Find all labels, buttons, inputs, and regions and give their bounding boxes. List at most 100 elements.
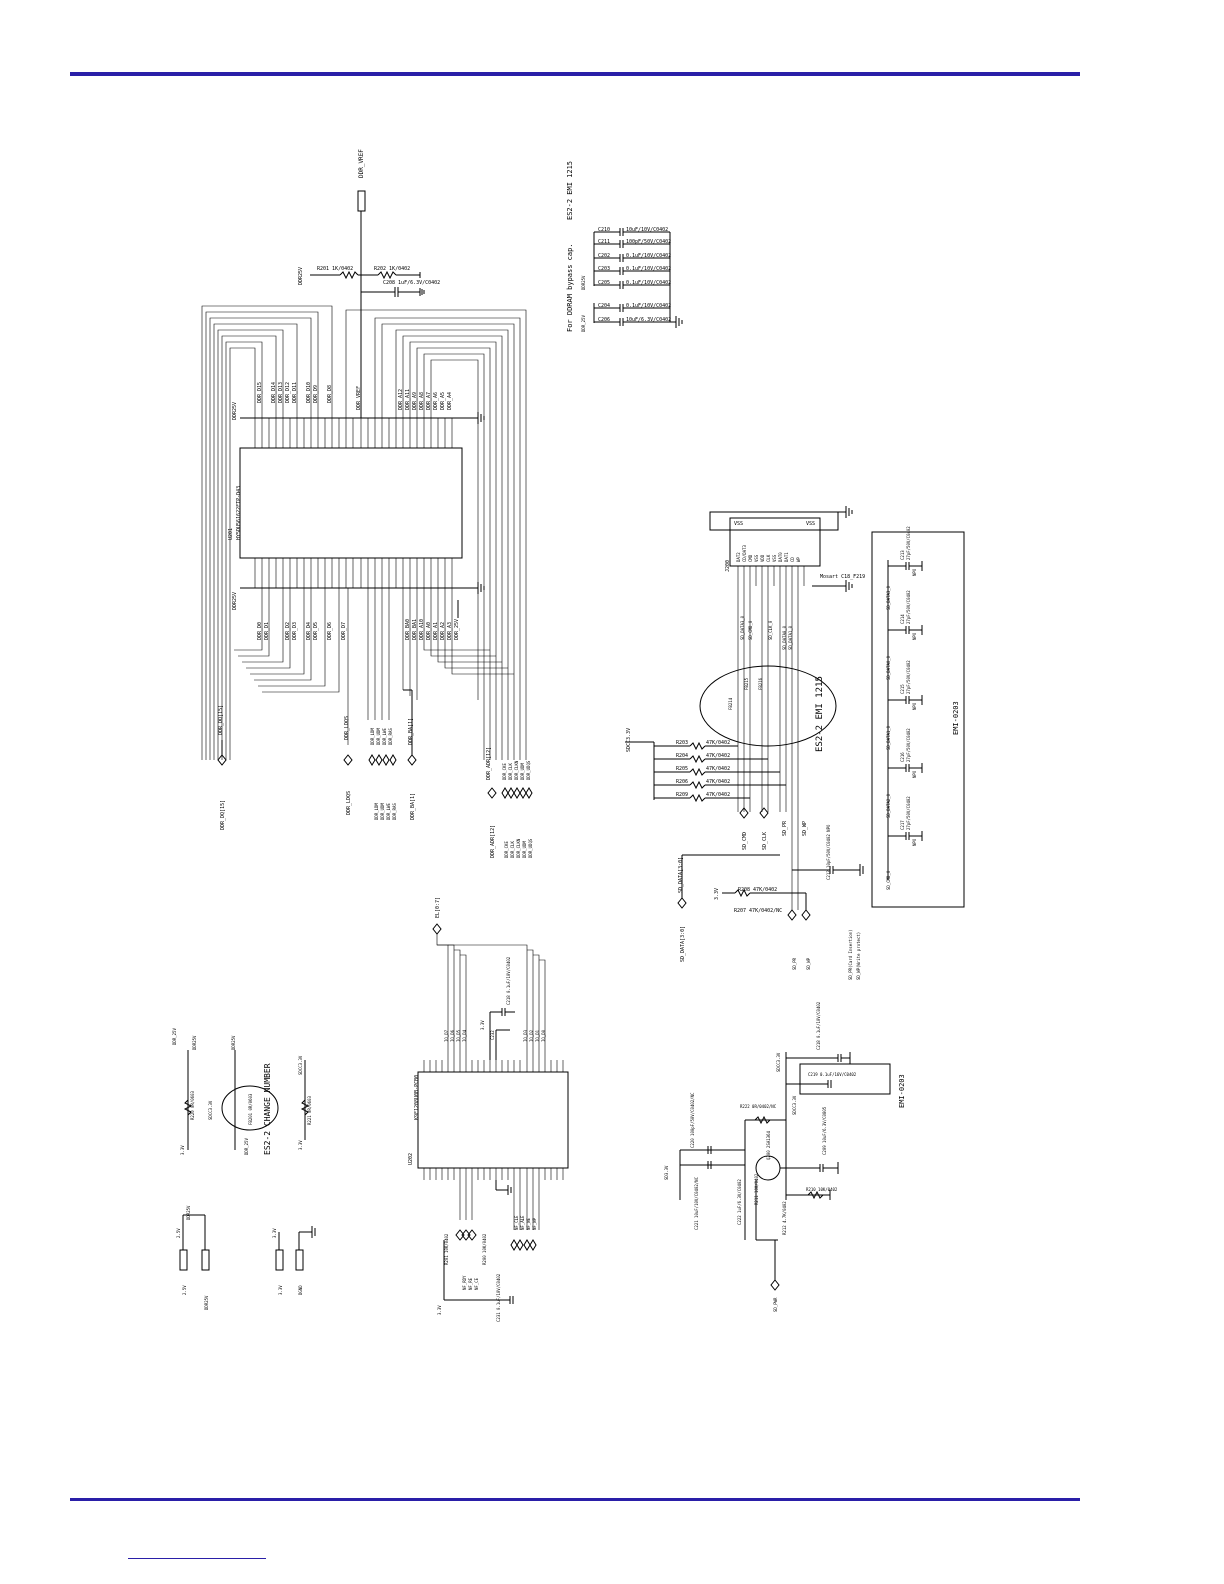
ddr-adr-label: DDR_ADR[12] [486, 747, 492, 780]
bypass-supply2: DDR_25V [581, 315, 586, 332]
ddr-bottom-bus-label: DDR_D3 [292, 622, 298, 640]
ddr-ctrl-text: DDR_RAS [392, 803, 397, 820]
nand-data-label: IO_D7 [444, 1029, 449, 1042]
sd-pr-text: SD_PR [792, 957, 797, 970]
sdpwr-q200: Q200 2SA1364 [766, 1131, 771, 1160]
sdpwr-emi-box [799, 1063, 891, 1095]
ddr-clk-label: DDR_CLKN [514, 760, 519, 780]
pullup-value: 47K/0402 [706, 740, 730, 746]
ddr-supply-top-label: DDR25V [298, 267, 304, 285]
power-section: ES2-2 CHANGE NUMBER FB201 0R/0603 R220 0… [172, 1028, 316, 1310]
u201-top-pins [254, 418, 453, 448]
sdpwr-r210: R210 10K/0402 [806, 1187, 838, 1192]
power-label: SDCC3.3V [298, 1055, 303, 1075]
ddr-bottom-bus-label: DDR_D2 [285, 622, 291, 640]
ddr-dq-port [217, 754, 227, 766]
emi-cap-net: SD_DATA0_0 [886, 655, 891, 680]
bypass-title: For DDRAM bypass cap. [566, 243, 574, 332]
ddr-clk-ports [501, 787, 533, 799]
ddr-bottom-addr-label: DDR_BA0 [405, 619, 411, 640]
j200-pin-label: VSS [772, 554, 777, 562]
ddr-clk-text: DDR_UDQS [528, 838, 533, 858]
power-label: 2.5V [182, 1285, 187, 1295]
ddr-top-bus-label: DDR_D15 [257, 382, 263, 403]
ddr-ldqs-port [343, 754, 353, 766]
emi-cap-dielectric: NPO [912, 770, 917, 778]
ddr-clk-text: DDR_CLK [510, 841, 515, 858]
alias-33-box [275, 1249, 284, 1271]
nand-ctrl-port: NF_CLE [514, 1215, 519, 1230]
ddr-bottom-bus-label: DDR_D4 [306, 622, 312, 640]
sd-pr-port [787, 909, 797, 921]
sd-cmd-port [739, 807, 749, 819]
emi-box-label: EMI-0203 [952, 701, 960, 735]
u202-ic-body [417, 1071, 569, 1169]
sd-pwr-port [770, 1279, 780, 1291]
power-label: DDR25V [192, 1035, 197, 1050]
ddr-top-addr-label: DDR_A7 [426, 392, 432, 410]
bypass-cap-value: 100pF/50V/C0402 [626, 239, 671, 245]
r210-symbol [807, 1190, 824, 1200]
r208-symbol [734, 888, 751, 898]
ddr-bottom-addr-label: DDR_BA1 [412, 619, 418, 640]
sd-note: SD_WP(Write protect) [856, 932, 861, 980]
nand-ctrl-port: NF_WP [532, 1217, 537, 1230]
ddr-ctrl-label: DDR_LWE [382, 728, 387, 745]
u202-part: K9F1208U0B-PCB0 [414, 1075, 420, 1120]
u201-ref-label: U201 [228, 528, 234, 540]
ddr-bottom-bus-label: DDR_D5 [313, 622, 319, 640]
nand-33-bottom: 3.3V [437, 1305, 442, 1315]
r222-symbol [754, 1115, 771, 1125]
sdpwr-port: SD_PWR [773, 1297, 778, 1312]
sdpwr-c219: C219 0.1uF/16V/C0402 [808, 1072, 857, 1077]
j200-pin-label: CMD [748, 554, 753, 562]
ddr-adr-text: DDR_ADR[12] [490, 825, 496, 858]
emi-cap-value: 27pF/50V/C0402 [906, 526, 911, 560]
sd-signal-label: SD_CMD_0 [748, 620, 753, 640]
r202-symbol [377, 270, 397, 280]
ddr-ctrl-ports [368, 754, 397, 766]
power-label: 3.3V [180, 1145, 185, 1155]
u201-ic-body [239, 447, 463, 559]
nand-ctrl-port: NF_WE [526, 1217, 531, 1230]
emi-cap-ref: C216 [900, 752, 905, 762]
ddr-top-bus-label: DDR_D8 [327, 385, 333, 403]
nand-data-label: IO_D6 [450, 1029, 455, 1042]
ddr-bottom-addr-label: DDR_25V [454, 619, 460, 640]
ddr-top-addr-label: DDR_A12 [398, 389, 404, 410]
emi-cap-net: SD_DATA2_0 [886, 793, 891, 818]
ddr-bottom-bus-label: DDR_D7 [341, 622, 347, 640]
bypass-cap-value: 0.1uF/10V/C0402 [626, 280, 671, 286]
power-label: 2.5V [176, 1228, 181, 1238]
emi-note-ellipse [699, 665, 837, 747]
nand-data-label: IO_D0 [541, 1029, 546, 1042]
emi-cap-dielectric: NPO [912, 702, 917, 710]
j200-pin-label: VSS [754, 554, 759, 562]
ddr-top-bus-label: DDR_D11 [292, 382, 298, 403]
power-label: DDR_25V [244, 1138, 249, 1155]
ddr-section: DDR_VREF DDR25V R201 1K/0402 R202 1K/040… [201, 149, 533, 858]
bypass-cap-ref: C206 [598, 317, 610, 323]
ddr-top-bus-label: DDR_D12 [285, 382, 291, 403]
bypass-cap-ref: C204 [598, 303, 610, 309]
j200-body [729, 517, 821, 567]
ddr-top-addr-label: DDR_A11 [405, 389, 411, 410]
ddr-vref-top-label: DDR_VREF [358, 149, 365, 178]
footer-rule [70, 1498, 1080, 1501]
ddr-ldqs-label: DDR_LDQS [344, 716, 350, 740]
emi-cap-ref: C213 [900, 550, 905, 560]
bypass-cap-value: 0.1uF/10V/C0402 [626, 303, 671, 309]
j200-vss-label: VSS [806, 521, 815, 527]
pullup-value: 47K/0402 [706, 766, 730, 772]
alias-dgnd-box [295, 1249, 304, 1271]
nand-c231-label: C231 0.1uF/10V/C0402 [496, 1273, 501, 1322]
sd-note: SD_PR(Card Insertion) [848, 929, 853, 980]
sd-data-port-label: SD_DATA[3:0] [678, 857, 684, 893]
nand-supply-label: 3.3V [480, 1020, 485, 1030]
sd-wp-port [801, 909, 811, 921]
footer-underline [128, 1558, 266, 1559]
sd-data-port-text: SD_DATA[3:0] [680, 926, 686, 962]
nand-c232-label: C232 [490, 1030, 495, 1040]
emi-cap-box [871, 531, 965, 908]
emi-cap-value: 27pF/50V/C0402 [906, 796, 911, 830]
